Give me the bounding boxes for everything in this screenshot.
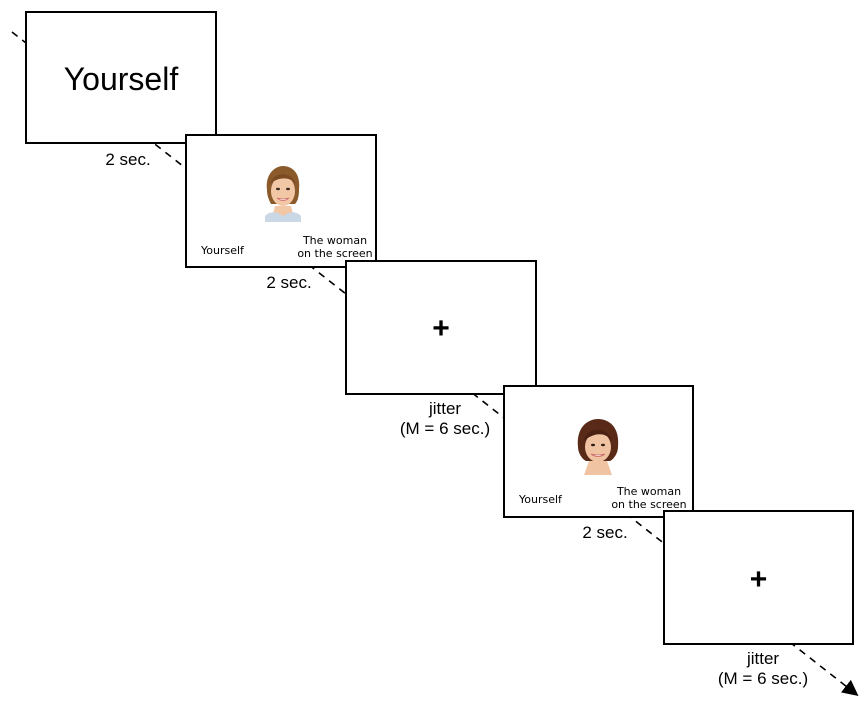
- choice-1-right-option: The woman on the screen: [293, 234, 377, 260]
- fixation-1-duration-line2: (M = 6 sec.): [399, 419, 491, 438]
- choice-2-right-option-line2: on the screen: [611, 498, 687, 511]
- choice-screen-2: Yourself The woman on the screen: [503, 385, 694, 518]
- choice-1-left-option: Yourself: [201, 244, 244, 257]
- fixation-screen-2: +: [663, 510, 854, 645]
- cue-word: Yourself: [63, 61, 179, 97]
- choice-2-right-option-line1: The woman: [616, 485, 682, 498]
- choice-1-right-option-line2: on the screen: [297, 247, 373, 260]
- fixation-2-duration-line2: (M = 6 sec.): [717, 669, 809, 688]
- choice-2-right-option: The woman on the screen: [607, 485, 691, 511]
- woman-face-1: [261, 164, 305, 222]
- cue-screen: Yourself: [25, 11, 217, 144]
- fixation-2-duration: jitter (M = 6 sec.): [706, 649, 820, 689]
- fixation-cross-1: +: [432, 312, 450, 345]
- choice-screen-1: Yourself The woman on the screen: [185, 134, 377, 268]
- fixation-1-duration: jitter (M = 6 sec.): [388, 399, 502, 439]
- fixation-cross-2: +: [749, 563, 768, 596]
- fixation-screen-1: +: [345, 260, 537, 395]
- choice-2-duration: 2 sec.: [582, 523, 628, 542]
- fixation-2-duration-line1: jitter: [746, 649, 780, 668]
- woman-face-2: [574, 417, 622, 475]
- fixation-1-duration-line1: jitter: [428, 399, 462, 418]
- cue-duration: 2 sec.: [105, 150, 151, 169]
- choice-2-left-option: Yourself: [519, 493, 562, 506]
- choice-1-duration: 2 sec.: [266, 273, 312, 292]
- choice-1-right-option-line1: The woman: [302, 234, 368, 247]
